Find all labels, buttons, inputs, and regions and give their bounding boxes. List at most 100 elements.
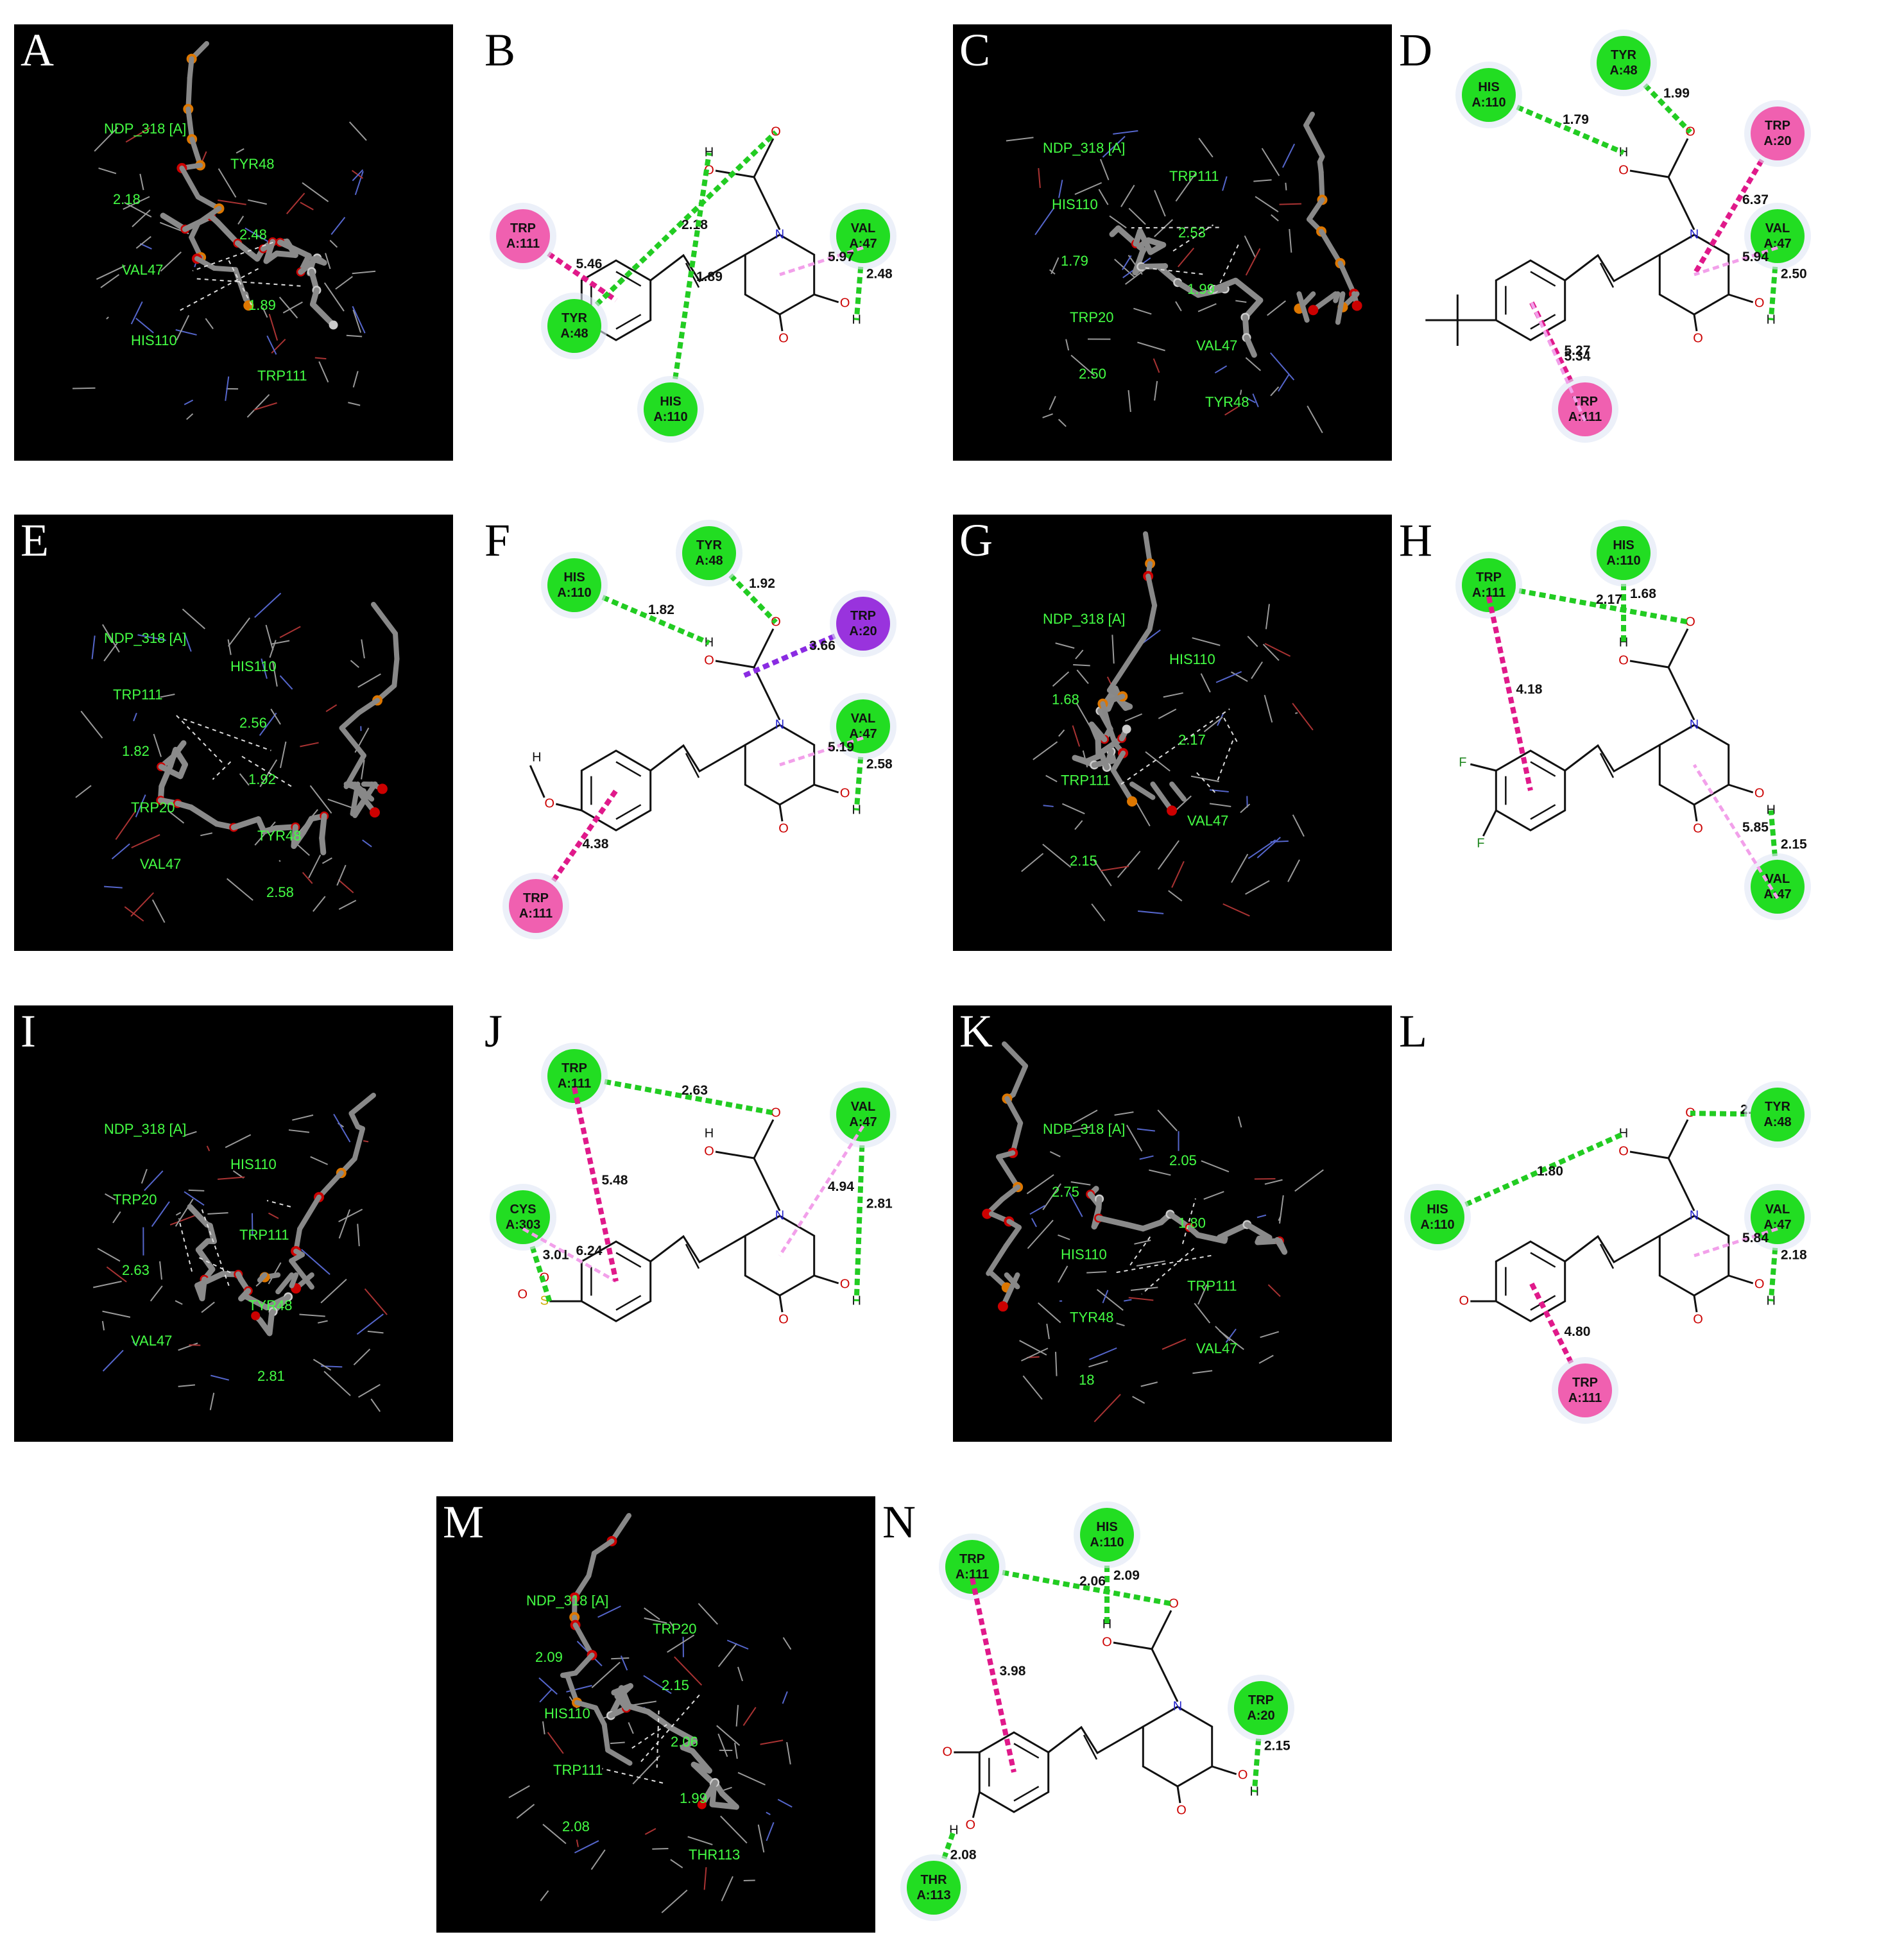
residue-wire [1052, 671, 1070, 687]
residue-wire [782, 1637, 792, 1650]
residue-wire [1065, 339, 1070, 351]
distance-label: 2.18 [1781, 1248, 1807, 1263]
residue-wire [124, 201, 152, 218]
atom-ar-oh: O [1459, 1294, 1470, 1308]
ligand-bond [1232, 277, 1264, 303]
nadp-bond [179, 165, 201, 200]
residue-wire [1225, 1328, 1237, 1343]
label-3d: NDP_318 [A] [526, 1593, 608, 1609]
residue-wire [94, 126, 119, 152]
residue-chain: A:110 [557, 586, 591, 600]
atom-hydroxyl-o: O [1618, 163, 1629, 177]
atom-hydroxyl-o: O [1618, 1144, 1629, 1158]
panel-n: NOOHOOHOOH2.09HISA:1102.06TRPA:1113.982.… [876, 1496, 1315, 1933]
c-o-double [753, 628, 775, 668]
residue-trp-a-111 [547, 1049, 601, 1103]
contact-dash [656, 1710, 660, 1768]
residue-wire [178, 1342, 198, 1351]
atom-pyridinone-o: O [1176, 1803, 1187, 1817]
double-bond [685, 753, 700, 778]
panel-letter: K [959, 1005, 993, 1057]
distance-label: 5.85 [1742, 820, 1769, 835]
contact-dash [201, 1209, 230, 1289]
ligand-bond [187, 1204, 210, 1228]
residue-chain: A:110 [1471, 96, 1505, 110]
atom-f: F [1459, 755, 1466, 769]
label-3d: VAL47 [140, 856, 181, 872]
label-3d: 1.99 [1187, 281, 1215, 297]
atom-f: F [1477, 836, 1484, 850]
atom-h: H [705, 145, 714, 159]
residue-wire [1100, 866, 1129, 872]
residue-wire [1240, 803, 1251, 814]
contact-dash [212, 761, 232, 780]
residue-wire [538, 1677, 558, 1695]
interaction-line-pi_sigma [572, 1087, 619, 1282]
interaction-line-pi_sigma [970, 1578, 1016, 1773]
residue-wire [352, 371, 359, 388]
pyridinone-c-o [1728, 1274, 1754, 1285]
label-3d: TYR48 [257, 828, 301, 844]
residue-wire [1175, 172, 1197, 202]
residue-wire [292, 1114, 314, 1121]
contact-dash [196, 1256, 231, 1274]
distance-label: 2.50 [1781, 267, 1807, 282]
ligand-bond [1210, 277, 1239, 293]
residue-wire [361, 760, 365, 780]
double-bond [1013, 1743, 1040, 1759]
double-bond [1599, 1243, 1615, 1269]
residue-chain: A:111 [1472, 586, 1505, 600]
residue-wire [279, 675, 293, 690]
atom-pyridinone-o: O [778, 1312, 789, 1326]
ligand-bond [230, 816, 262, 830]
residue-wire [227, 617, 251, 647]
label-3d: 2.58 [266, 884, 294, 900]
residue-wire [1222, 903, 1250, 917]
label-3d: HIS110 [1061, 1247, 1107, 1263]
nadp-bond [1169, 782, 1187, 802]
label-3d: 18 [1079, 1372, 1094, 1388]
residue-wire [760, 1739, 784, 1745]
residue-wire [102, 1310, 131, 1318]
atom-o: O [518, 1287, 528, 1301]
ligand-bond [1174, 279, 1201, 298]
label-3d: HIS110 [1169, 651, 1215, 667]
residue-wire [542, 1721, 545, 1735]
atom-carbonyl-o: O [771, 124, 781, 139]
residue-wire [151, 899, 166, 923]
residue-wire [1224, 406, 1239, 416]
residue-wire [248, 199, 267, 205]
residue-his-a-110 [1597, 526, 1651, 580]
residue-wire [1279, 203, 1302, 205]
residue-wire [611, 1657, 630, 1660]
distance-label: 1.99 [1663, 86, 1690, 101]
residue-wire [782, 1691, 788, 1704]
residue-wire [338, 879, 354, 894]
label-3d: 2.06 [671, 1734, 698, 1750]
interaction-line-pi_sigma [1486, 596, 1533, 791]
residue-wire [150, 1285, 163, 1302]
residue-wire [1282, 143, 1296, 168]
contact-dash [1223, 717, 1240, 746]
pyridinone-c-o [814, 1274, 839, 1285]
pyridinone-c-o [1728, 783, 1754, 794]
nadp-bond [1010, 1063, 1029, 1098]
label-3d: HIS110 [230, 658, 277, 674]
residue-wire [201, 1301, 215, 1313]
residue-wire [313, 1358, 332, 1371]
residue-trp-a-111 [509, 879, 563, 933]
interaction-line-pi_alkyl [1694, 1227, 1778, 1258]
residue-cys-a-303 [496, 1190, 550, 1244]
label-3d: 1.99 [680, 1790, 707, 1806]
residue-wire [542, 1824, 567, 1845]
residue-wire [1021, 853, 1044, 873]
residue-wire [325, 704, 338, 712]
pyridinone-c-o [814, 293, 839, 303]
residue-name: HIS [660, 395, 681, 409]
residue-wire [1248, 839, 1276, 859]
residue-chain: A:47 [849, 1115, 877, 1129]
residue-wire [261, 658, 268, 679]
nadp-atom [1308, 305, 1319, 316]
